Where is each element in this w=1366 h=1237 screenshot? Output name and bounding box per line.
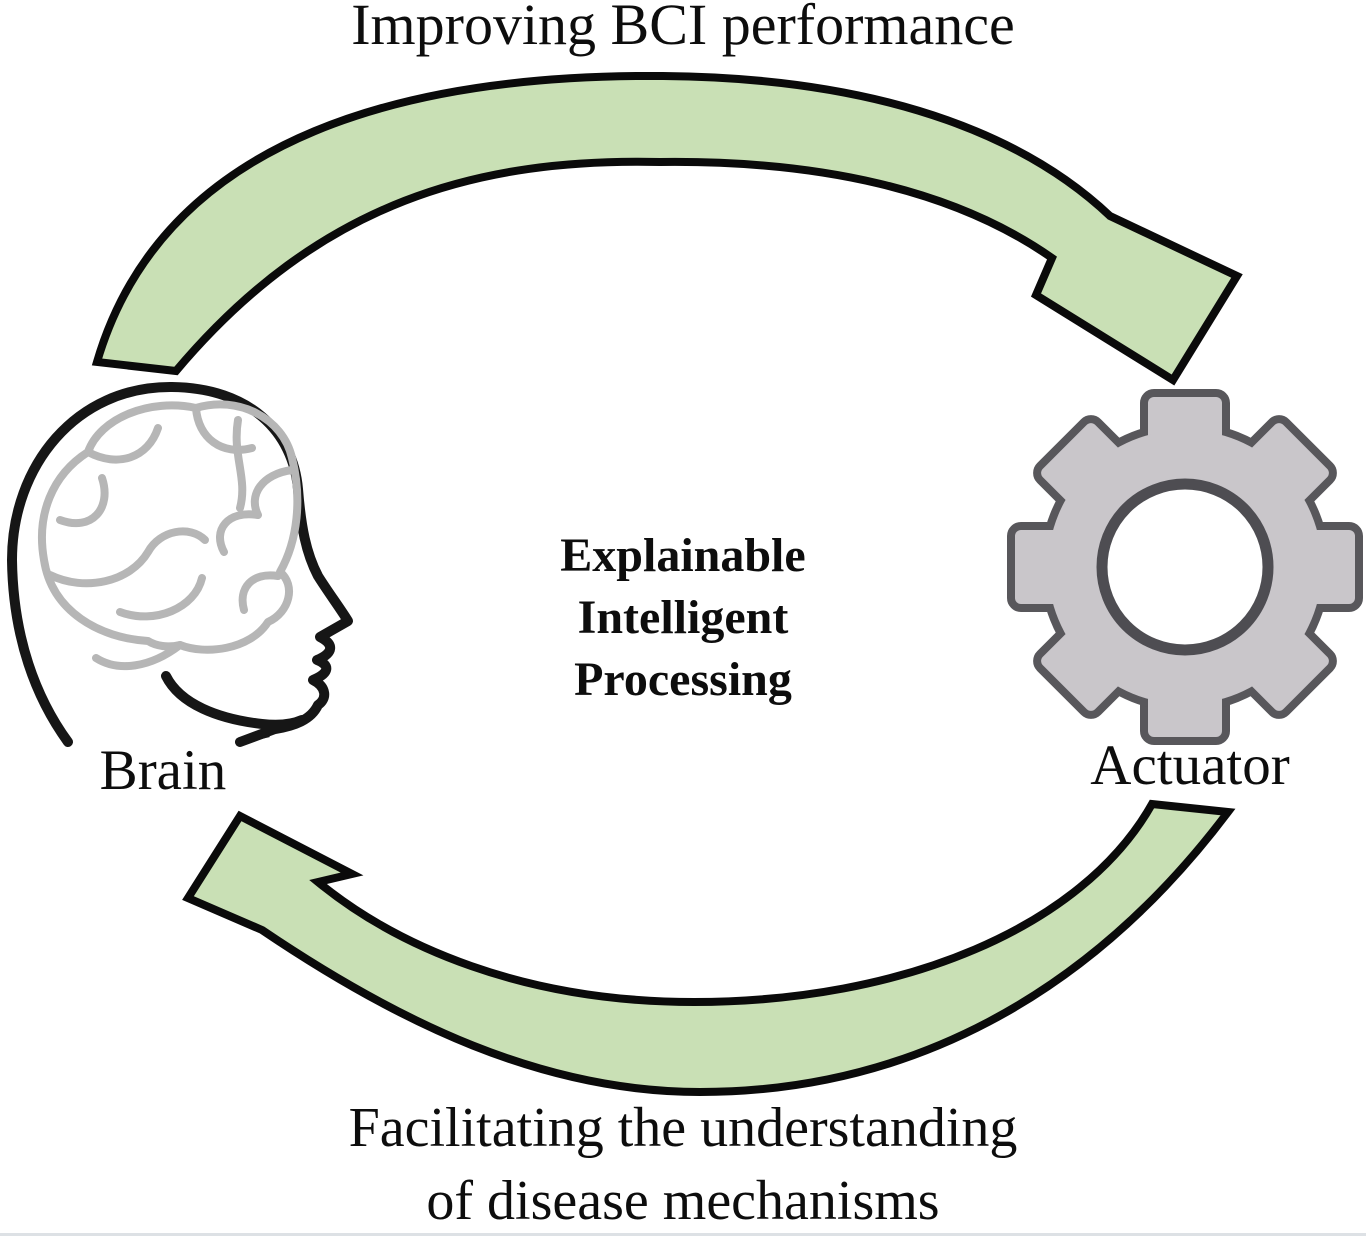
brain-fold-5 <box>192 404 256 454</box>
brain-head-icon <box>7 381 353 747</box>
center-caption-line-2: Intelligent <box>577 591 789 644</box>
brain-fold-7 <box>238 571 282 614</box>
throat-line <box>161 671 307 730</box>
brain-fold-3 <box>46 527 209 588</box>
bottom-arrow-label: Facilitating the understanding of diseas… <box>0 1092 1366 1237</box>
curved-arrow-brain-to-actuator <box>91 71 1243 386</box>
brain-fold-2 <box>56 474 109 528</box>
head-profile-outline <box>7 381 353 747</box>
gear-center-hole <box>1096 478 1274 656</box>
brain-fold-6 <box>216 466 296 556</box>
bottom-arrow-label-line-2: of disease mechanisms <box>426 1170 940 1232</box>
curved-arrow-actuator-to-brain <box>182 799 1236 1097</box>
gear-icon <box>1007 389 1363 745</box>
center-caption-line-3: Processing <box>574 653 792 706</box>
brain-outer-boundary <box>37 400 302 654</box>
brain-folds <box>37 400 302 671</box>
brain-fold-8 <box>232 416 247 512</box>
brain-node-label: Brain <box>99 739 227 802</box>
bottom-arrow-label-line-1: Facilitating the understanding <box>348 1097 1018 1159</box>
top-arrow-label: Improving BCI performance <box>351 0 1015 57</box>
center-caption-line-1: Explainable <box>560 529 806 582</box>
brain-stem-curve <box>92 641 184 671</box>
brain-fold-4 <box>116 574 206 621</box>
center-caption: Explainable Intelligent Processing <box>0 525 1366 711</box>
page-bottom-rule <box>0 1233 1366 1236</box>
jaw-tick <box>236 731 270 745</box>
actuator-node-label: Actuator <box>1090 734 1290 797</box>
brain-fold-1 <box>84 424 162 464</box>
